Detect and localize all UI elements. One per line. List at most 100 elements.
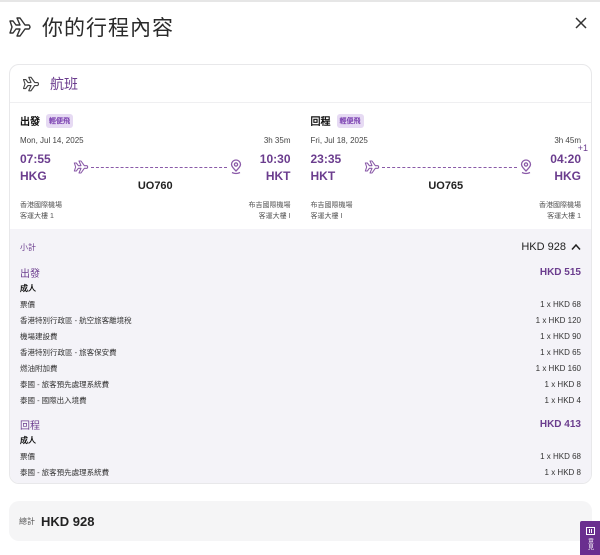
fee-name: 泰國 - 旅客預先處理系統費 <box>20 380 110 389</box>
departure-code: HKG <box>20 169 47 183</box>
departure-terminal: 客運大樓 I <box>310 213 343 220</box>
leg-direction: 出發 <box>20 117 40 128</box>
arrival-airport: 香港國際機場 客運大樓 1 <box>539 200 581 222</box>
leg-direction: 回程 <box>310 117 331 128</box>
fee-name: 燃油附加費 <box>20 364 58 373</box>
fee-amount: 1 x HKD 68 <box>540 300 581 309</box>
passenger-type: 成人 <box>20 436 36 445</box>
fee-row: 泰國 - 旅客預先處理系統費 1 x HKD 8 <box>20 465 581 481</box>
fee-name: 票價 <box>20 300 35 309</box>
airplane-icon <box>9 17 31 37</box>
fee-row: 燃油附加費 1 x HKD 160 <box>20 361 581 377</box>
arrival-code: HKG <box>554 169 581 183</box>
departure-airport: 香港國際機場 客運大樓 1 <box>20 200 62 222</box>
subtotal-label: 小計 <box>20 242 36 252</box>
subtotal-value-wrap: HKD 928 <box>521 241 581 253</box>
itinerary-header: 你的行程內容 <box>8 12 600 42</box>
fee-row: 泰國 - 國際出入境費 1 x HKD 4 <box>20 393 581 409</box>
fee-name: 泰國 - 國際出入境費 <box>20 396 87 405</box>
flight-card-header: 航班 <box>10 65 591 103</box>
leg-heading: 回程 輕便飛 <box>311 113 582 128</box>
fee-amount: 1 x HKD 120 <box>535 316 581 325</box>
arrival-airport-name: 布吉國際機場 <box>248 202 291 209</box>
fee-name: 機場建設費 <box>20 332 58 341</box>
airplane-icon <box>22 76 40 91</box>
section-label: 回程 <box>20 420 40 432</box>
fee-amount: 1 x HKD 160 <box>535 364 581 373</box>
total-value: HKD 928 <box>41 513 95 529</box>
fee-row: 泰國 - 旅客預先處理系統費 1 x HKD 8 <box>20 377 581 393</box>
departure-time: 23:35 <box>310 152 342 166</box>
airplane-icon <box>364 160 379 174</box>
grand-total-bar: 總計 HKD 928 <box>9 501 592 541</box>
close-icon[interactable] <box>574 16 588 30</box>
feedback-tab[interactable]: 意見 <box>580 521 600 555</box>
flight-card-title: 航班 <box>50 75 78 92</box>
departure-airport-name: 香港國際機場 <box>20 202 62 209</box>
page-title: 你的行程內容 <box>42 17 174 40</box>
passenger-type: 成人 <box>20 284 36 293</box>
fare-badge: 輕便飛 <box>46 113 73 128</box>
fee-amount: 1 x HKD 90 <box>540 332 581 341</box>
location-pin-icon <box>520 159 532 175</box>
route-dashes <box>381 166 517 168</box>
arrival-terminal: 客運大樓 I <box>258 213 291 220</box>
fee-name: 香港特別行政區 - 旅客保安費 <box>20 348 117 357</box>
departure-terminal: 客運大樓 1 <box>20 213 54 220</box>
section-label: 出發 <box>20 268 40 280</box>
arrival-time: 10:30 <box>259 152 291 166</box>
chevron-up-icon[interactable] <box>571 243 581 251</box>
section-total: HKD 413 <box>539 418 581 430</box>
departure-code: HKT <box>310 169 336 183</box>
top-divider <box>0 0 600 2</box>
airplane-icon <box>73 160 89 174</box>
arrival-airport-name: 香港國際機場 <box>539 202 581 209</box>
day-offset: +1 <box>577 143 588 153</box>
fee-row: 機場建設費 1 x HKD 90 <box>20 329 581 345</box>
return-price-header: 回程 HKD 413 <box>20 415 581 433</box>
leg-duration: 3h 45m <box>554 136 581 145</box>
fee-row: 票價 1 x HKD 68 <box>20 297 581 313</box>
fee-amount: 1 x HKD 65 <box>540 348 581 357</box>
section-total: HKD 515 <box>539 266 581 278</box>
feedback-icon <box>585 527 595 535</box>
leg-duration: 3h 35m <box>263 136 291 145</box>
fee-amount: 1 x HKD 8 <box>544 380 581 389</box>
fee-name: 票價 <box>20 452 35 461</box>
leg-date: Fri, Jul 18, 2025 <box>310 136 368 145</box>
arrival-airport: 布吉國際機場 客運大樓 I <box>249 200 291 222</box>
arrival-code: HKT <box>265 169 291 183</box>
return-leg: 回程 輕便飛 Fri, Jul 18, 2025 3h 45m 23:35 HK… <box>301 103 592 229</box>
arrival-terminal: 客運大樓 1 <box>547 213 581 220</box>
price-breakdown: 小計 HKD 928 出發 HKD 515 成人 票價 1 x HKD 68 香港… <box>10 229 591 483</box>
fee-row: 香港特別行政區 - 航空旅客離境稅 1 x HKD 120 <box>20 313 581 329</box>
departure-time: 07:55 <box>20 152 51 166</box>
outbound-price-header: 出發 HKD 515 <box>20 263 581 281</box>
fee-name: 泰國 - 旅客預先處理系統費 <box>20 468 110 477</box>
arrival-time: 04:20 <box>550 152 581 166</box>
route-dashes <box>91 166 227 168</box>
total-label: 總計 <box>19 516 35 526</box>
fee-row: 香港特別行政區 - 旅客保安費 1 x HKD 65 <box>20 345 581 361</box>
fee-amount: 1 x HKD 68 <box>540 452 581 461</box>
subtotal-toggle[interactable]: 小計 HKD 928 <box>20 229 581 263</box>
fee-amount: 1 x HKD 4 <box>544 396 581 405</box>
leg-date: Mon, Jul 14, 2025 <box>20 136 84 145</box>
fare-badge: 輕便飛 <box>336 113 364 128</box>
outbound-leg: 出發 輕便飛 Mon, Jul 14, 2025 3h 35m 07:55 HK… <box>10 103 301 229</box>
subtotal-value: HKD 928 <box>521 241 566 253</box>
fee-row: 票價 1 x HKD 68 <box>20 449 581 465</box>
departure-airport: 布吉國際機場 客運大樓 I <box>311 200 353 222</box>
route-line <box>73 159 243 175</box>
feedback-label: 意見 <box>586 538 593 550</box>
route-line <box>364 159 534 175</box>
fee-name: 香港特別行政區 - 航空旅客離境稅 <box>20 316 132 325</box>
leg-heading: 出發 輕便飛 <box>20 113 291 128</box>
flight-number: UO765 <box>428 180 464 192</box>
flight-number: UO760 <box>137 180 173 192</box>
flight-legs: 出發 輕便飛 Mon, Jul 14, 2025 3h 35m 07:55 HK… <box>10 103 591 229</box>
flight-card: 航班 出發 輕便飛 Mon, Jul 14, 2025 3h 35m 07:55… <box>9 64 592 484</box>
departure-airport-name: 布吉國際機場 <box>310 202 353 209</box>
location-pin-icon <box>230 159 241 175</box>
fee-amount: 1 x HKD 8 <box>544 468 581 477</box>
